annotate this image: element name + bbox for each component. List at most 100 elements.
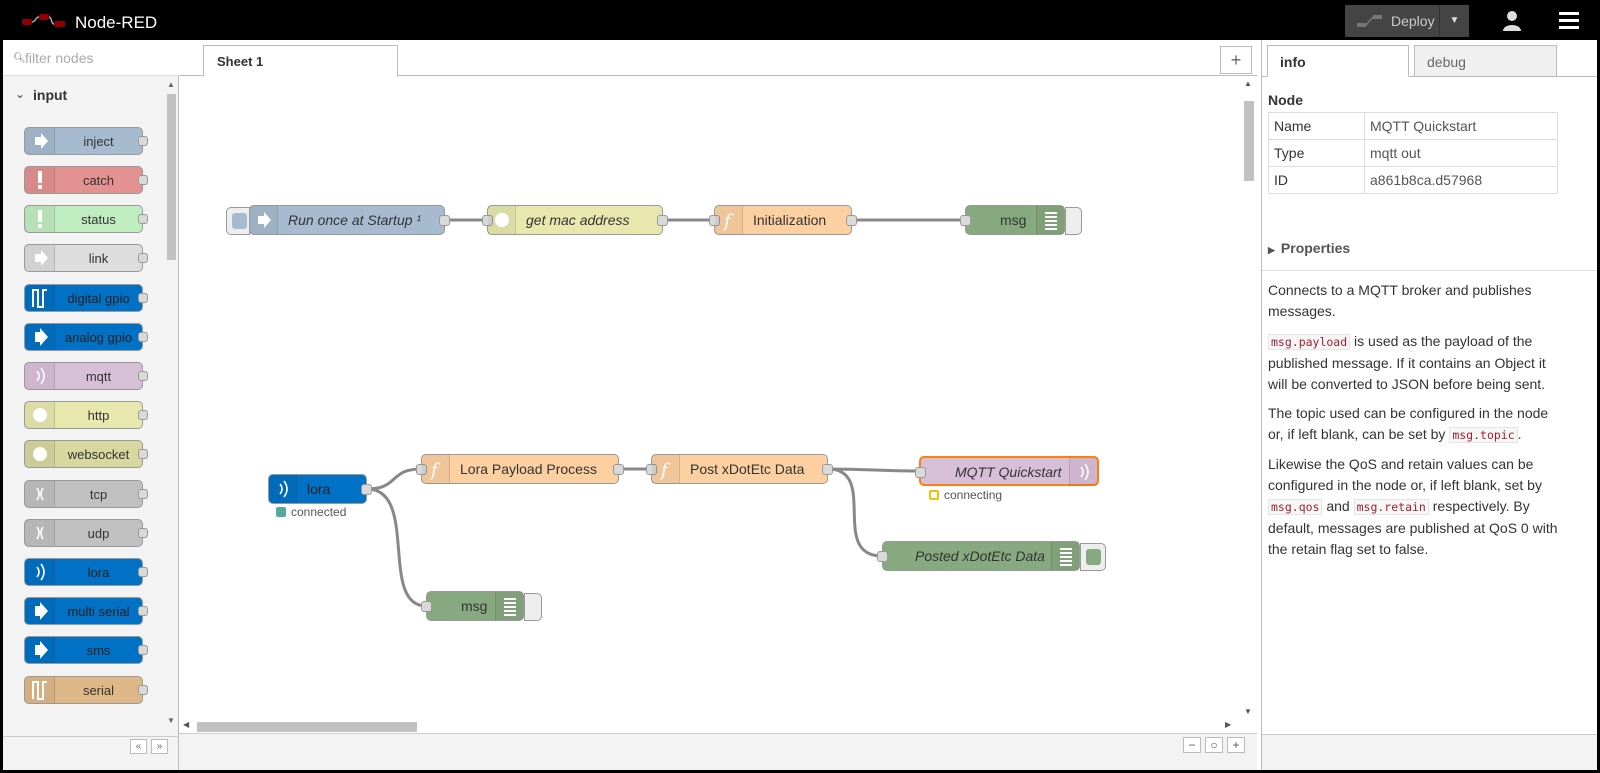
debug-toggle-button[interactable] [524, 593, 542, 621]
help-paragraph: Connects to a MQTT broker and publishes … [1268, 282, 1532, 319]
palette-node-multi-serial[interactable]: multi serial [24, 597, 148, 625]
scroll-down-icon[interactable]: ▼ [1244, 707, 1252, 716]
globe-icon [488, 206, 516, 234]
zoom-reset-icon[interactable]: ○ [1205, 737, 1223, 753]
palette-node-http[interactable]: http [24, 401, 148, 429]
scroll-up-icon[interactable]: ▲ [167, 80, 175, 89]
add-tab-button[interactable]: + [1220, 46, 1252, 74]
palette-filter-input[interactable] [25, 48, 165, 68]
input-port[interactable] [482, 215, 493, 226]
palette-node-link[interactable]: link [24, 244, 148, 272]
input-port[interactable] [915, 467, 926, 478]
flow-node-debug-msg-1[interactable]: msg [960, 205, 1082, 235]
tab-sheet-1[interactable]: Sheet 1 [203, 45, 398, 77]
flow-node-inject[interactable]: Run once at Startup ¹ [226, 205, 450, 235]
input-port[interactable] [646, 464, 657, 475]
scroll-up-icon[interactable]: ▲ [1244, 79, 1252, 88]
zoom-out-icon[interactable]: − [1183, 737, 1201, 753]
input-port[interactable] [877, 551, 888, 562]
palette-node-status[interactable]: status [24, 205, 148, 233]
tab-debug[interactable]: debug [1414, 45, 1557, 77]
link-icon [25, 245, 55, 271]
tab-info[interactable]: info [1267, 45, 1409, 77]
status-ring-icon [929, 490, 939, 500]
sidebar-footer [1262, 734, 1597, 770]
flow-node-post-xdotetc-data[interactable]: f Post xDotEtc Data [646, 454, 833, 484]
scroll-down-icon[interactable]: ▼ [167, 716, 175, 725]
output-port[interactable] [361, 484, 372, 495]
input-port[interactable] [421, 601, 432, 612]
user-icon[interactable] [1500, 9, 1524, 33]
workspace-footer: − ○ + [179, 733, 1257, 770]
collapse-all-icon[interactable]: « [130, 739, 147, 754]
flow-canvas[interactable]: Run once at Startup ¹ get mac address f … [179, 77, 1241, 719]
deploy-label: Deploy [1391, 13, 1435, 29]
inject-trigger-button[interactable] [226, 207, 250, 235]
flow-node-lora[interactable]: lora [268, 474, 372, 504]
output-port[interactable] [439, 215, 450, 226]
canvas-vertical-scrollbar[interactable]: ▲ ▼ [1241, 77, 1255, 719]
output-port[interactable] [657, 215, 668, 226]
debug-list-icon [495, 592, 523, 620]
palette-category-input[interactable]: ⌄ input [3, 78, 165, 112]
help-paragraph: The topic used can be configured in the … [1268, 405, 1549, 443]
svg-text:f: f [722, 211, 734, 232]
expand-all-icon[interactable]: » [151, 739, 168, 754]
scroll-right-icon[interactable]: ▶ [1225, 720, 1232, 729]
palette-node-catch[interactable]: catch [24, 166, 148, 194]
palette-node-udp[interactable]: udp [24, 519, 148, 547]
flow-node-lora-payload-process[interactable]: f Lora Payload Process [416, 454, 624, 484]
flow-node-debug-msg-2[interactable]: msg [421, 591, 542, 621]
input-port[interactable] [709, 215, 720, 226]
deploy-menu-caret-icon[interactable]: ▼ [1439, 5, 1469, 37]
svg-text:f: f [429, 460, 441, 481]
input-port[interactable] [416, 464, 427, 475]
wave-icon [1069, 458, 1097, 486]
pulse-icon [25, 285, 55, 311]
flow-node-mqtt-quickstart[interactable]: MQTT Quickstart [915, 456, 1099, 486]
palette-node-sms[interactable]: sms [24, 636, 148, 664]
pulse-icon [25, 677, 55, 703]
palette-footer: « » [3, 736, 178, 770]
debug-toggle-button[interactable] [1065, 207, 1082, 235]
flow-node-initialization[interactable]: f Initialization [709, 205, 857, 235]
palette-node-mqtt[interactable]: mqtt [24, 362, 148, 390]
zoom-in-icon[interactable]: + [1227, 737, 1245, 753]
caret-right-icon: ▶ [1268, 245, 1275, 255]
palette-node-digital-gpio[interactable]: digital gpio [24, 284, 148, 312]
palette-node-inject[interactable]: inject [24, 127, 148, 155]
sidebar: info debug Node Name MQTT Quickstart Typ… [1261, 40, 1597, 770]
palette-node-websocket[interactable]: websocket [24, 440, 148, 468]
function-icon: f [652, 455, 680, 483]
output-port[interactable] [613, 464, 624, 475]
wave-icon [25, 559, 55, 585]
alert-icon [25, 167, 55, 193]
table-row: ID a861b8ca.d57968 [1268, 166, 1558, 194]
help-paragraph: msg.payload is used as the payload of th… [1268, 333, 1546, 392]
palette-node-serial[interactable]: serial [24, 676, 148, 704]
svg-text:f: f [659, 460, 671, 481]
palette-node-lora[interactable]: lora [24, 558, 148, 586]
scroll-left-icon[interactable]: ◀ [183, 720, 190, 729]
arrow-right-icon [25, 637, 55, 663]
canvas-horizontal-scrollbar[interactable]: ◀ ▶ [179, 719, 1241, 733]
app-title: Node-RED [75, 13, 158, 32]
input-port[interactable] [960, 215, 971, 226]
table-row: Type mqtt out [1268, 139, 1558, 167]
properties-toggle[interactable]: ▶Properties [1268, 240, 1351, 256]
palette-scrollbar[interactable]: ▲ ▼ [165, 80, 177, 726]
main-menu-icon[interactable] [1559, 12, 1579, 30]
palette-node-analog-gpio[interactable]: analog gpio [24, 323, 148, 351]
globe-icon [25, 441, 55, 467]
output-port[interactable] [846, 215, 857, 226]
globe-icon [25, 402, 55, 428]
flow-node-get-mac[interactable]: get mac address [482, 205, 668, 235]
deploy-icon [1357, 15, 1382, 27]
node-red-logo-icon [22, 14, 65, 27]
output-port[interactable] [822, 464, 833, 475]
function-icon: f [715, 206, 743, 234]
flow-node-posted-xdotetc-data[interactable]: Posted xDotEtc Data [877, 541, 1106, 571]
palette-node-tcp[interactable]: tcp [24, 480, 148, 508]
header-bar: Node-RED Deploy ▼ [3, 3, 1597, 40]
debug-toggle-button[interactable] [1080, 543, 1106, 571]
